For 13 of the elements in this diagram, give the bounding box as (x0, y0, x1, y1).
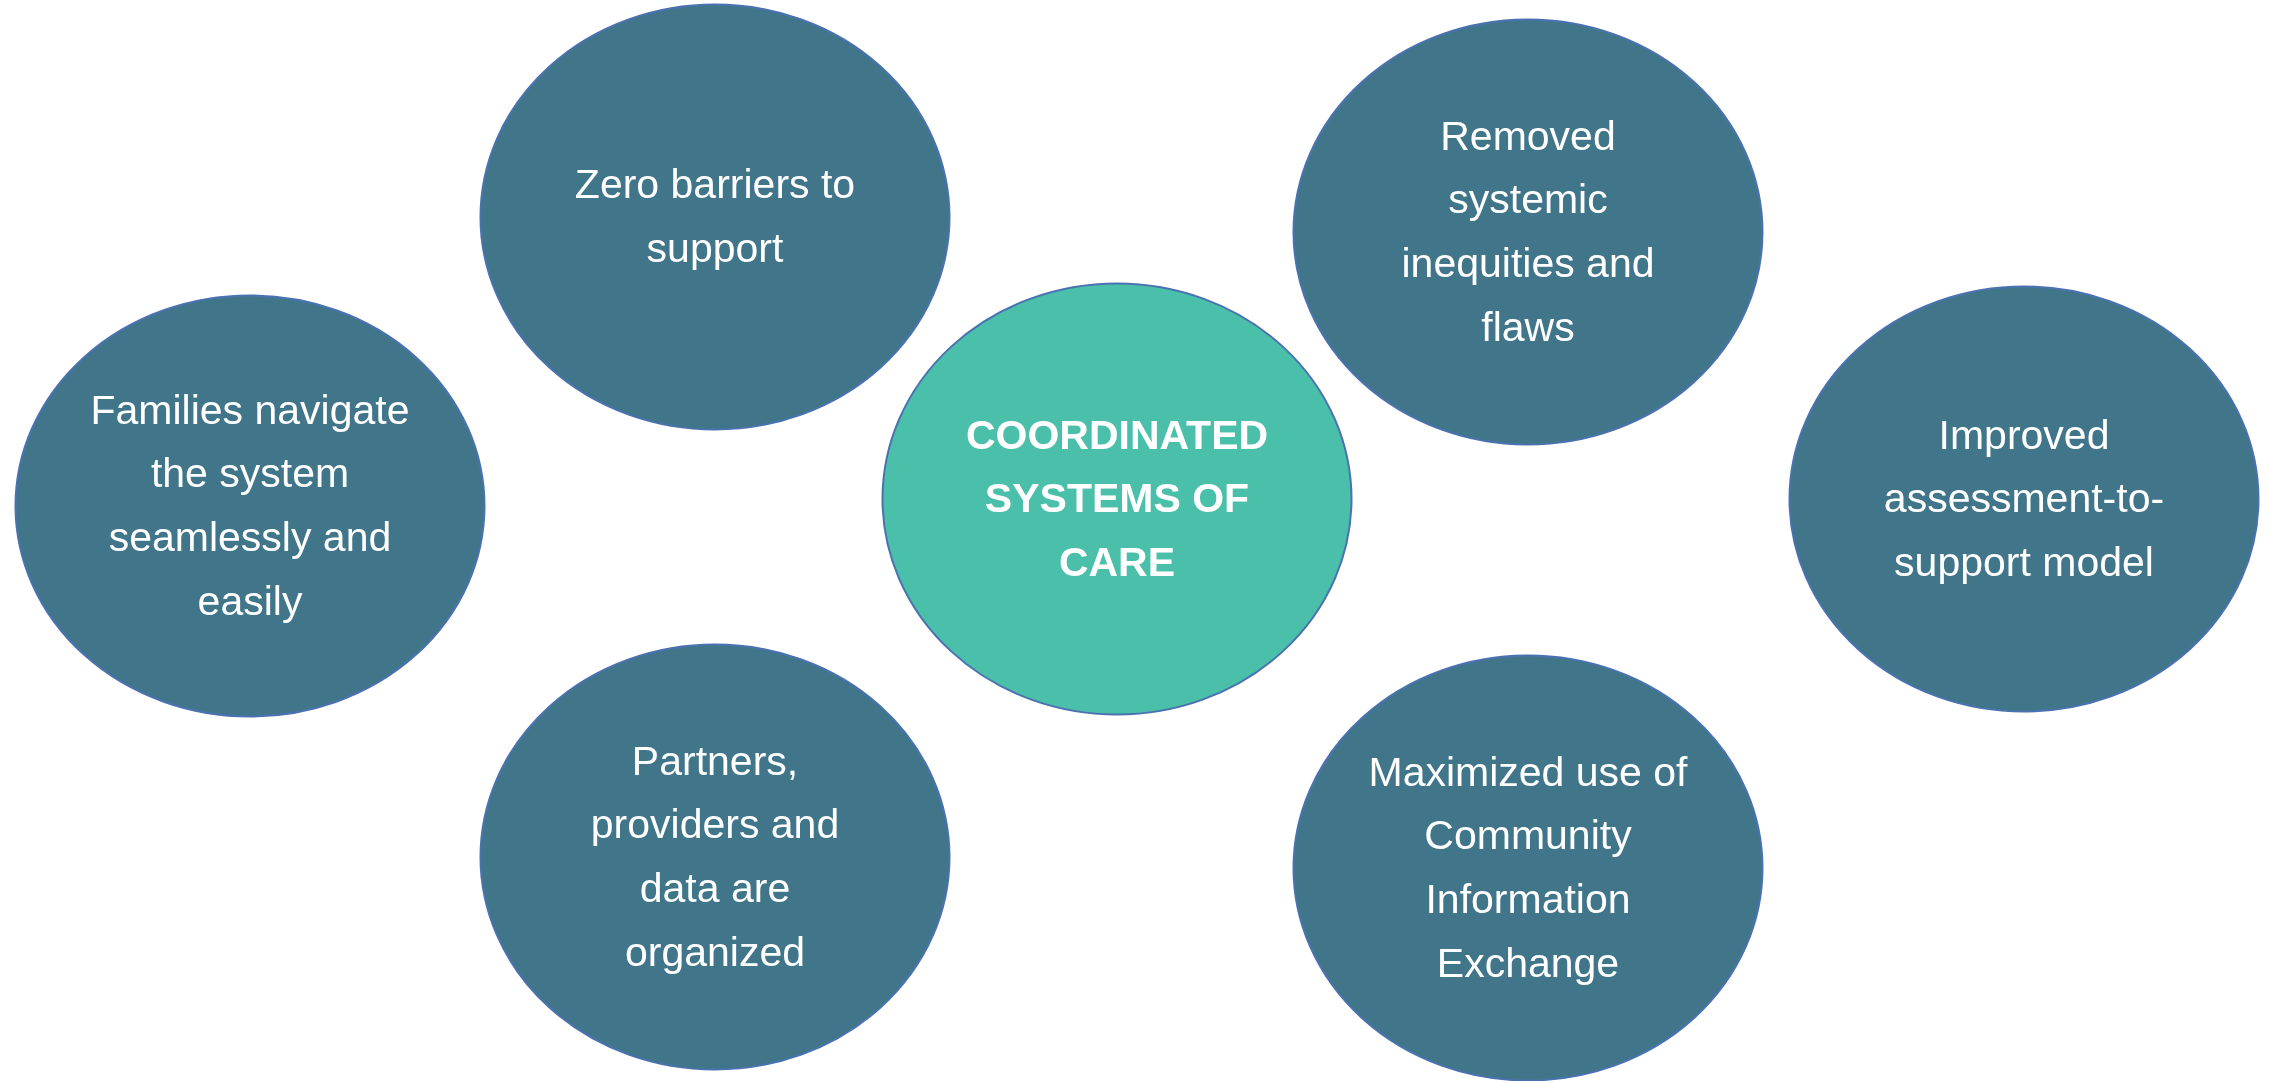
ellipse-node (1788, 285, 2260, 713)
ellipse-node (479, 643, 951, 1071)
node-text: COORDINATED SYSTEMS OF CARE (964, 410, 1270, 587)
node-text: Partners, providers and data are organized (589, 736, 841, 977)
ellipse-node (1292, 18, 1764, 446)
ellipse-node (881, 282, 1353, 716)
ellipse-node (479, 3, 951, 431)
node-text: Maximized use of Community Information Exchange (1367, 747, 1689, 988)
node-text: Improved assessment-to-support model (1882, 410, 2166, 587)
ellipse-node (14, 294, 486, 718)
node-text: Removed systemic inequities and flaws (1400, 111, 1656, 352)
node-text: Families navigate the system seamlessly and easily (89, 385, 411, 626)
node-text: Zero barriers to support (573, 160, 857, 273)
